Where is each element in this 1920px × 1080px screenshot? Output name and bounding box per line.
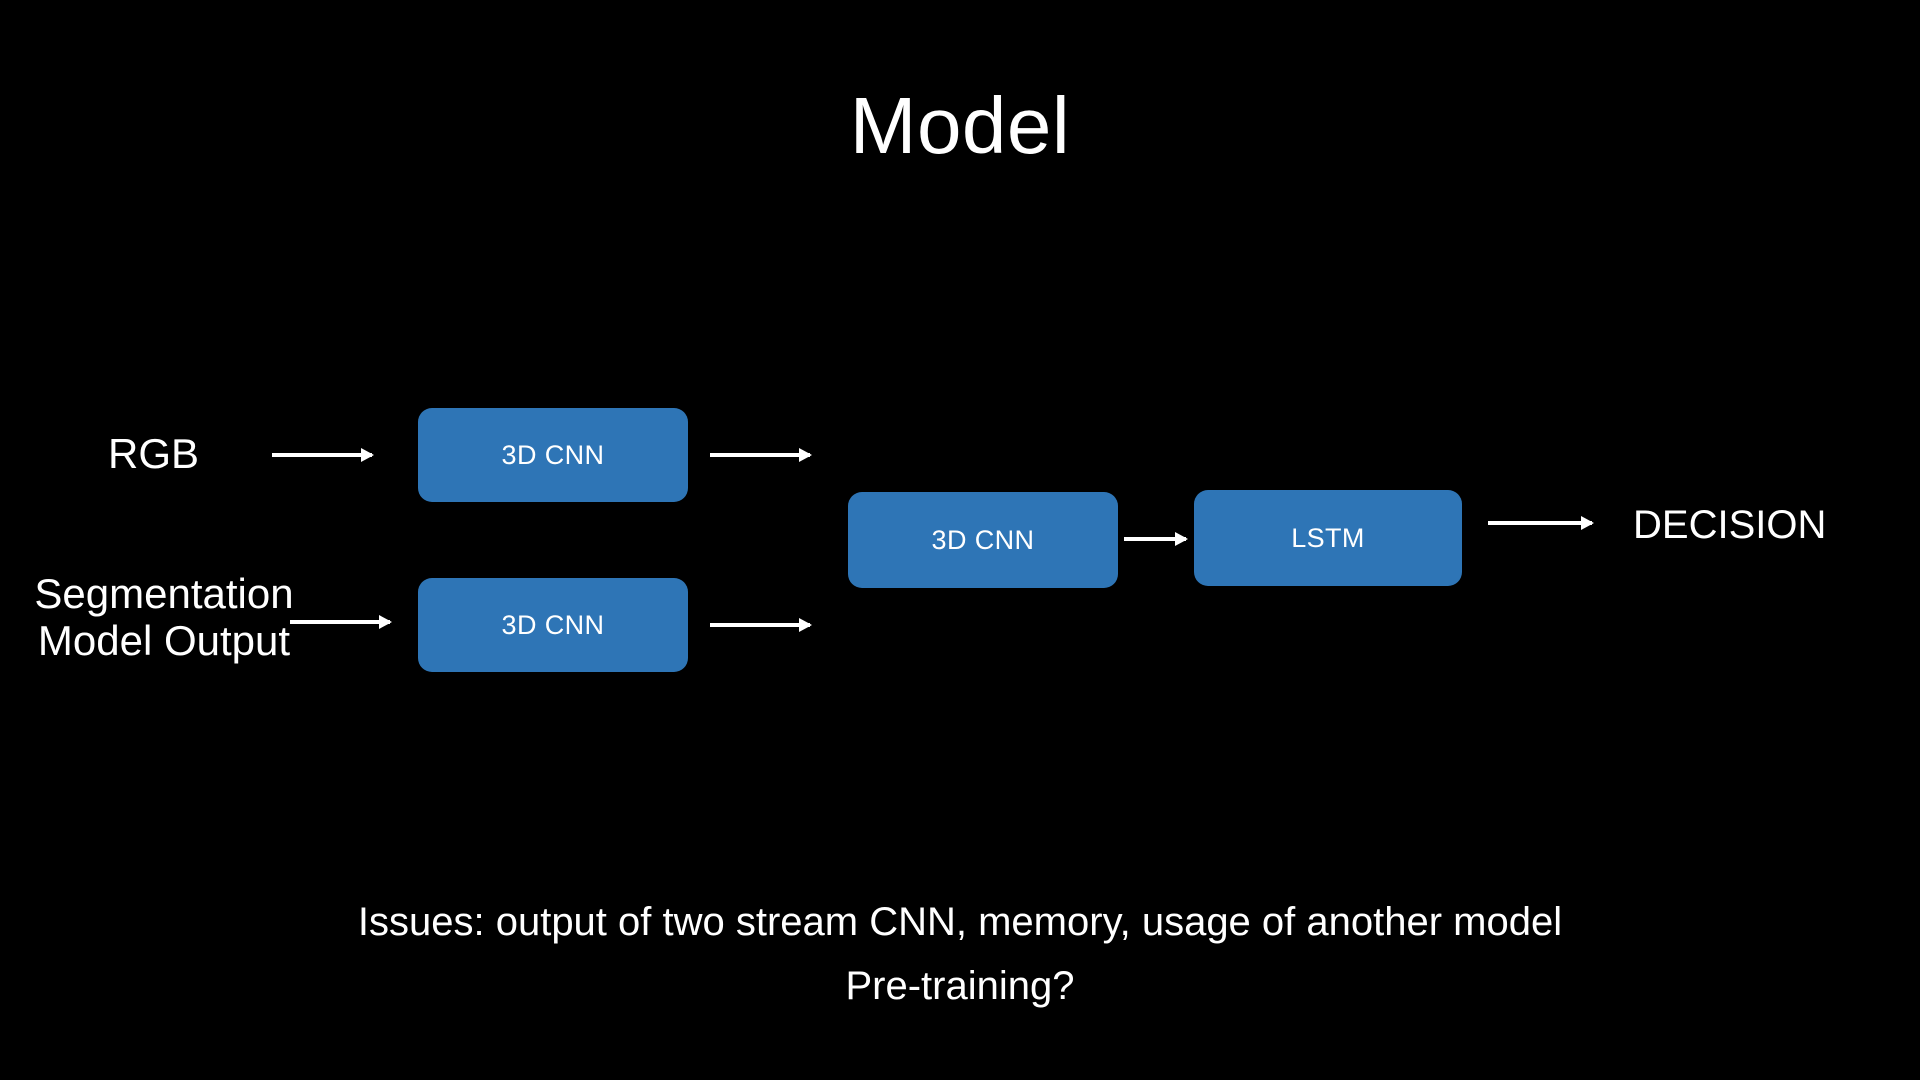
node-label: 3D CNN bbox=[501, 439, 605, 470]
node-label: 3D CNN bbox=[501, 609, 605, 640]
arrow-rgb-cnn-to-fusion-icon bbox=[710, 453, 810, 457]
arrow-rgb-to-3d-cnn-icon bbox=[272, 453, 372, 457]
node-label: 3D CNN bbox=[931, 524, 1035, 555]
node-3d-cnn-segmentation-stream[interactable]: 3D CNN bbox=[418, 578, 688, 672]
node-lstm[interactable]: LSTM bbox=[1194, 490, 1462, 586]
footer-pretraining-line: Pre-training? bbox=[845, 964, 1075, 1008]
arrow-lstm-to-decision-icon bbox=[1488, 521, 1592, 525]
input-label-rgb: RGB bbox=[108, 430, 200, 477]
page-title: Model bbox=[849, 81, 1071, 170]
arrow-segmentation-to-3d-cnn-icon bbox=[290, 620, 390, 624]
arrow-segmentation-cnn-to-fusion-icon bbox=[710, 623, 810, 627]
output-label-decision: DECISION bbox=[1633, 503, 1827, 547]
footer-issues-line: Issues: output of two stream CNN, memory… bbox=[357, 900, 1563, 944]
node-3d-cnn-rgb-stream[interactable]: 3D CNN bbox=[418, 408, 688, 502]
node-3d-cnn-fusion[interactable]: 3D CNN bbox=[848, 492, 1118, 588]
input-label-segmentation-model-output: Segmentation Model Output bbox=[34, 570, 294, 665]
node-label: LSTM bbox=[1291, 522, 1365, 553]
footer-notes: Issues: output of two stream CNN, memory… bbox=[0, 890, 1920, 1018]
arrow-3d-cnn-to-lstm-icon bbox=[1124, 537, 1186, 541]
